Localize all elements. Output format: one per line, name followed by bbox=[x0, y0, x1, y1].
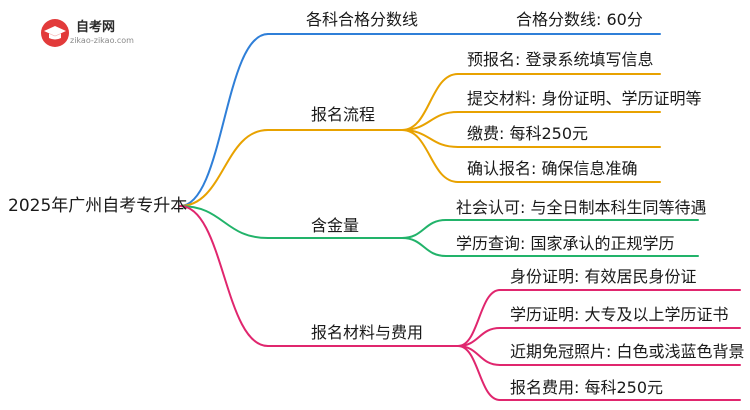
logo-url: zikao-zikao.com bbox=[70, 36, 134, 45]
root-node: 2025年广州自考专升本 bbox=[8, 196, 188, 216]
leaf-submit-materials: 提交材料: 身份证明、学历证明等 bbox=[467, 89, 702, 108]
branch-connector bbox=[179, 205, 269, 347]
leaf-connector bbox=[401, 129, 459, 183]
leaf-identity-proof: 身份证明: 有效居民身份证 bbox=[510, 267, 697, 286]
branch-registration-process: 报名流程 bbox=[311, 105, 376, 124]
leaf-pre-registration: 预报名: 登录系统填写信息 bbox=[467, 50, 654, 69]
leaf-passing-score: 合格分数线: 60分 bbox=[516, 10, 643, 29]
logo-name: 自考网 bbox=[76, 20, 116, 35]
branch-materials-fees: 报名材料与费用 bbox=[311, 323, 424, 342]
leaf-education-proof: 学历证明: 大专及以上学历证书 bbox=[510, 305, 729, 324]
graduation-cap-icon bbox=[41, 19, 69, 47]
leaf-degree-verification: 学历查询: 国家承认的正规学历 bbox=[456, 234, 675, 253]
leaf-connector bbox=[457, 289, 501, 347]
branch-passing-score: 各科合格分数线 bbox=[306, 10, 419, 29]
branch-connector bbox=[179, 205, 269, 239]
leaf-connector bbox=[401, 219, 447, 239]
leaf-photo: 近期免冠照片: 白色或浅蓝色背景 bbox=[510, 342, 745, 361]
leaf-connector bbox=[457, 345, 501, 401]
site-logo[interactable]: 自考网 zikao-zikao.com bbox=[40, 14, 150, 54]
leaf-connector bbox=[401, 73, 459, 131]
branch-connector bbox=[179, 33, 269, 207]
branch-connector bbox=[179, 129, 269, 207]
leaf-confirm-registration: 确认报名: 确保信息准确 bbox=[467, 159, 638, 178]
leaf-social-recognition: 社会认可: 与全日制本科生同等待遇 bbox=[456, 198, 707, 217]
branch-value: 含金量 bbox=[311, 216, 360, 235]
leaf-registration-fee: 报名费用: 每科250元 bbox=[510, 378, 664, 397]
leaf-payment: 缴费: 每科250元 bbox=[467, 124, 589, 143]
leaf-connector bbox=[401, 237, 447, 257]
